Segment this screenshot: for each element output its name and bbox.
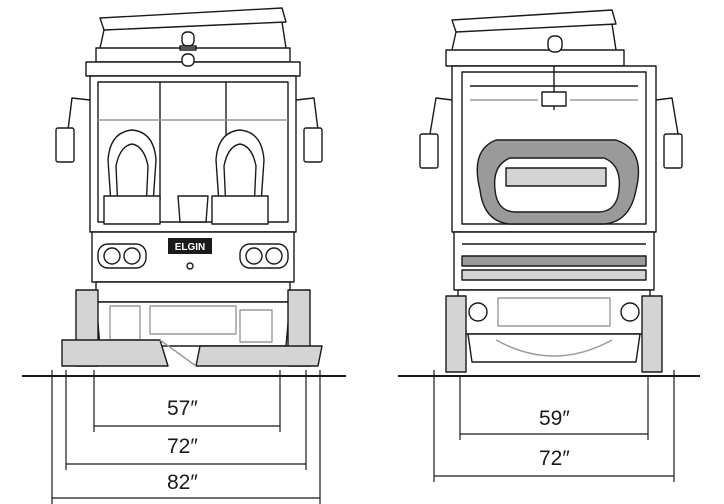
- rear-dimension-lines: [433, 370, 675, 482]
- vacuum-hose-icon: [476, 139, 640, 225]
- front-dimension-72: 72″: [164, 436, 201, 458]
- front-dimension-lines: [51, 370, 321, 504]
- left-mirror-icon: [55, 97, 91, 163]
- front-view-drawing: ELGIN: [22, 7, 346, 377]
- rear-right-taillight-icon: [620, 302, 640, 322]
- right-seat-icon: [211, 129, 269, 225]
- rear-left-taillight-icon: [468, 302, 488, 322]
- rear-dimension-59: 59″: [536, 408, 573, 430]
- right-mirror-icon: [295, 97, 323, 163]
- front-left-headlight-icon: [97, 243, 147, 269]
- brand-logo-text: ELGIN: [175, 242, 206, 253]
- rear-dimension-72: 72″: [536, 448, 573, 470]
- rear-beacon-light-icon: [547, 35, 563, 53]
- front-right-headlight-icon: [239, 243, 289, 269]
- rear-view-drawing: [398, 9, 700, 377]
- left-seat-icon: [103, 129, 161, 225]
- rear-right-mirror-icon: [655, 97, 683, 169]
- beacon-light-icon: [179, 31, 197, 67]
- front-dimension-57: 57″: [164, 398, 201, 420]
- brand-logo: ELGIN: [168, 238, 212, 254]
- rear-left-mirror-icon: [419, 97, 453, 169]
- front-dimension-82: 82″: [164, 472, 201, 494]
